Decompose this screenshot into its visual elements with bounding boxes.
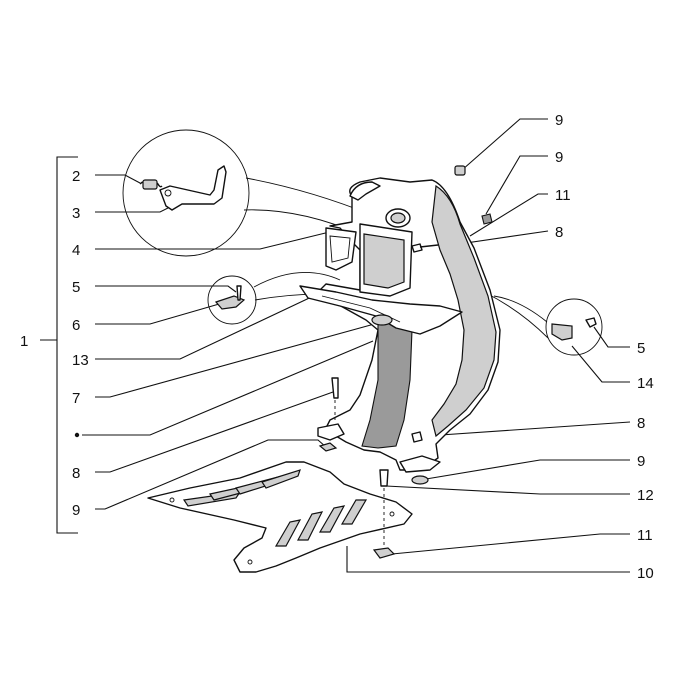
screw-right-icon: [585, 317, 597, 328]
label-11-bottom: 11: [637, 527, 653, 544]
nut-9-top: [454, 165, 466, 176]
screw-8-left: [331, 377, 339, 399]
nut-11-top: [481, 213, 493, 225]
label-8-bottom: 8: [637, 415, 645, 432]
label-9-second: 9: [555, 149, 563, 166]
leg-shield: [299, 165, 501, 485]
washer-9-bottom: [411, 475, 429, 485]
label-8-top: 8: [555, 224, 563, 241]
leader-lines-left: [82, 174, 379, 510]
label-5-right: 5: [637, 340, 645, 357]
bracket-clip-icon: [551, 323, 573, 341]
label-8-left: 8: [72, 465, 80, 482]
label-10: 10: [637, 565, 654, 582]
washer-9-left: [318, 442, 338, 452]
screw-8-right: [411, 431, 423, 443]
label-3: 3: [72, 205, 80, 222]
label-9-bottom: 9: [637, 453, 645, 470]
label-13: 13: [72, 352, 89, 369]
label-12: 12: [637, 487, 654, 504]
label-4: 4: [72, 242, 80, 259]
leader-lines-right: [346, 118, 631, 573]
lever-icon: [159, 165, 227, 211]
label-9-top: 9: [555, 112, 563, 129]
label-9-left: 9: [72, 502, 80, 519]
nut-11-bottom: [372, 547, 396, 559]
label-14: 14: [637, 375, 654, 392]
screw-12: [379, 469, 389, 487]
label-assembly: 1: [20, 333, 28, 350]
screw-8-top: [411, 243, 439, 253]
assembly-bracket: [40, 156, 78, 534]
label-11-top: 11: [555, 187, 571, 204]
detail-circle-right: [483, 291, 603, 356]
fitting-7: [371, 314, 393, 326]
bullet-dot: [74, 432, 80, 438]
label-5-left: 5: [72, 279, 80, 296]
screw-icon: [236, 285, 242, 301]
label-6: 6: [72, 317, 80, 334]
clip-icon: [214, 295, 246, 310]
label-7: 7: [72, 390, 80, 407]
footboard: [147, 461, 413, 573]
label-2: 2: [72, 168, 80, 185]
